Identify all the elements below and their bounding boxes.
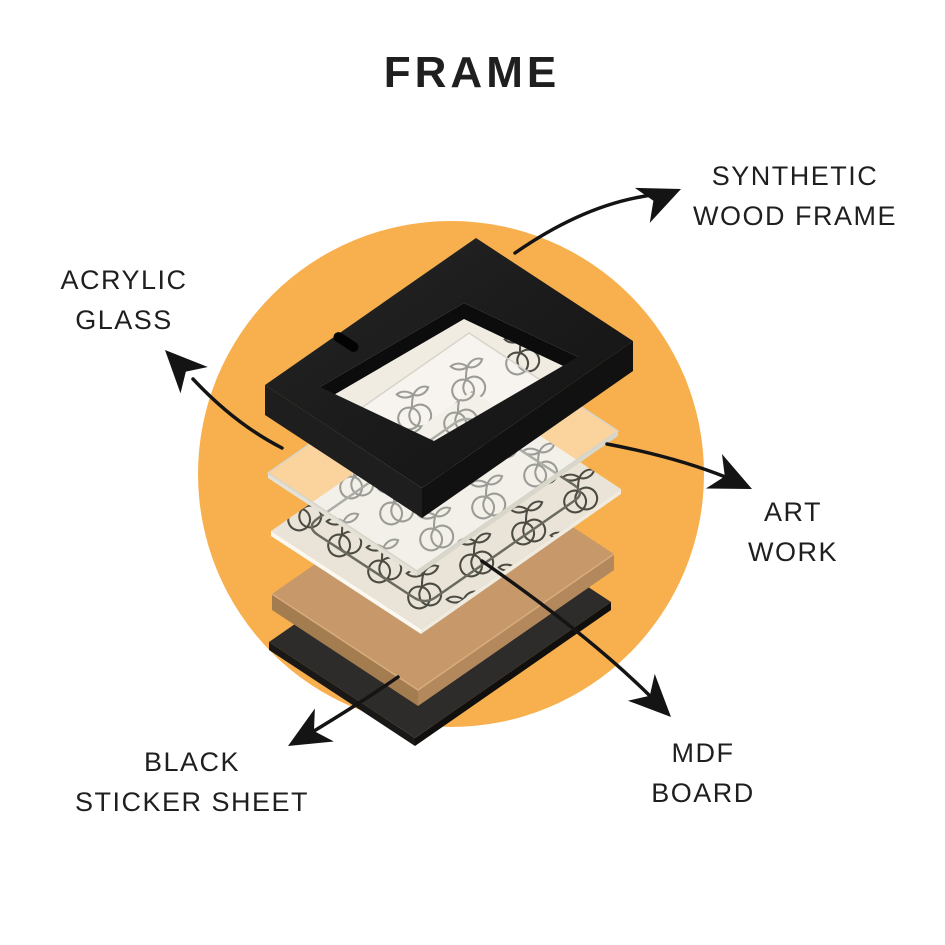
label-line: WOOD FRAME <box>693 201 897 231</box>
page-title: FRAME <box>383 48 561 97</box>
label-line: ART <box>763 497 822 527</box>
artwork-border-line <box>310 417 582 603</box>
arrow-black-sticker-sheet <box>312 675 400 733</box>
label-acrylic-glass: ACRYLIC GLASS <box>60 260 187 340</box>
keyhole-hanger <box>333 332 359 352</box>
label-black-sticker-sheet: BLACK STICKER SHEET <box>75 742 309 822</box>
label-line: GLASS <box>75 305 173 335</box>
label-line: STICKER SHEET <box>74 787 310 817</box>
label-art-work: ART WORK <box>748 492 838 572</box>
arrow-synthetic-wood-frame <box>513 192 664 255</box>
label-line: BOARD <box>651 778 755 808</box>
arrow-mdf-board <box>480 559 653 699</box>
label-line: WORK <box>748 537 838 567</box>
artwork-layer <box>271 391 621 634</box>
label-line: ACRYLIC <box>60 265 188 295</box>
label-line: MDF <box>671 738 735 768</box>
arrow-acrylic-glass <box>191 377 284 450</box>
label-line: BLACK <box>143 747 241 777</box>
label-line: SYNTHETIC <box>711 161 879 191</box>
synthetic-wood-frame-layer <box>265 238 633 518</box>
arrow-art-work <box>605 442 730 480</box>
label-synthetic-wood-frame: SYNTHETIC WOOD FRAME <box>693 156 897 236</box>
label-mdf-board: MDF BOARD <box>651 733 755 813</box>
